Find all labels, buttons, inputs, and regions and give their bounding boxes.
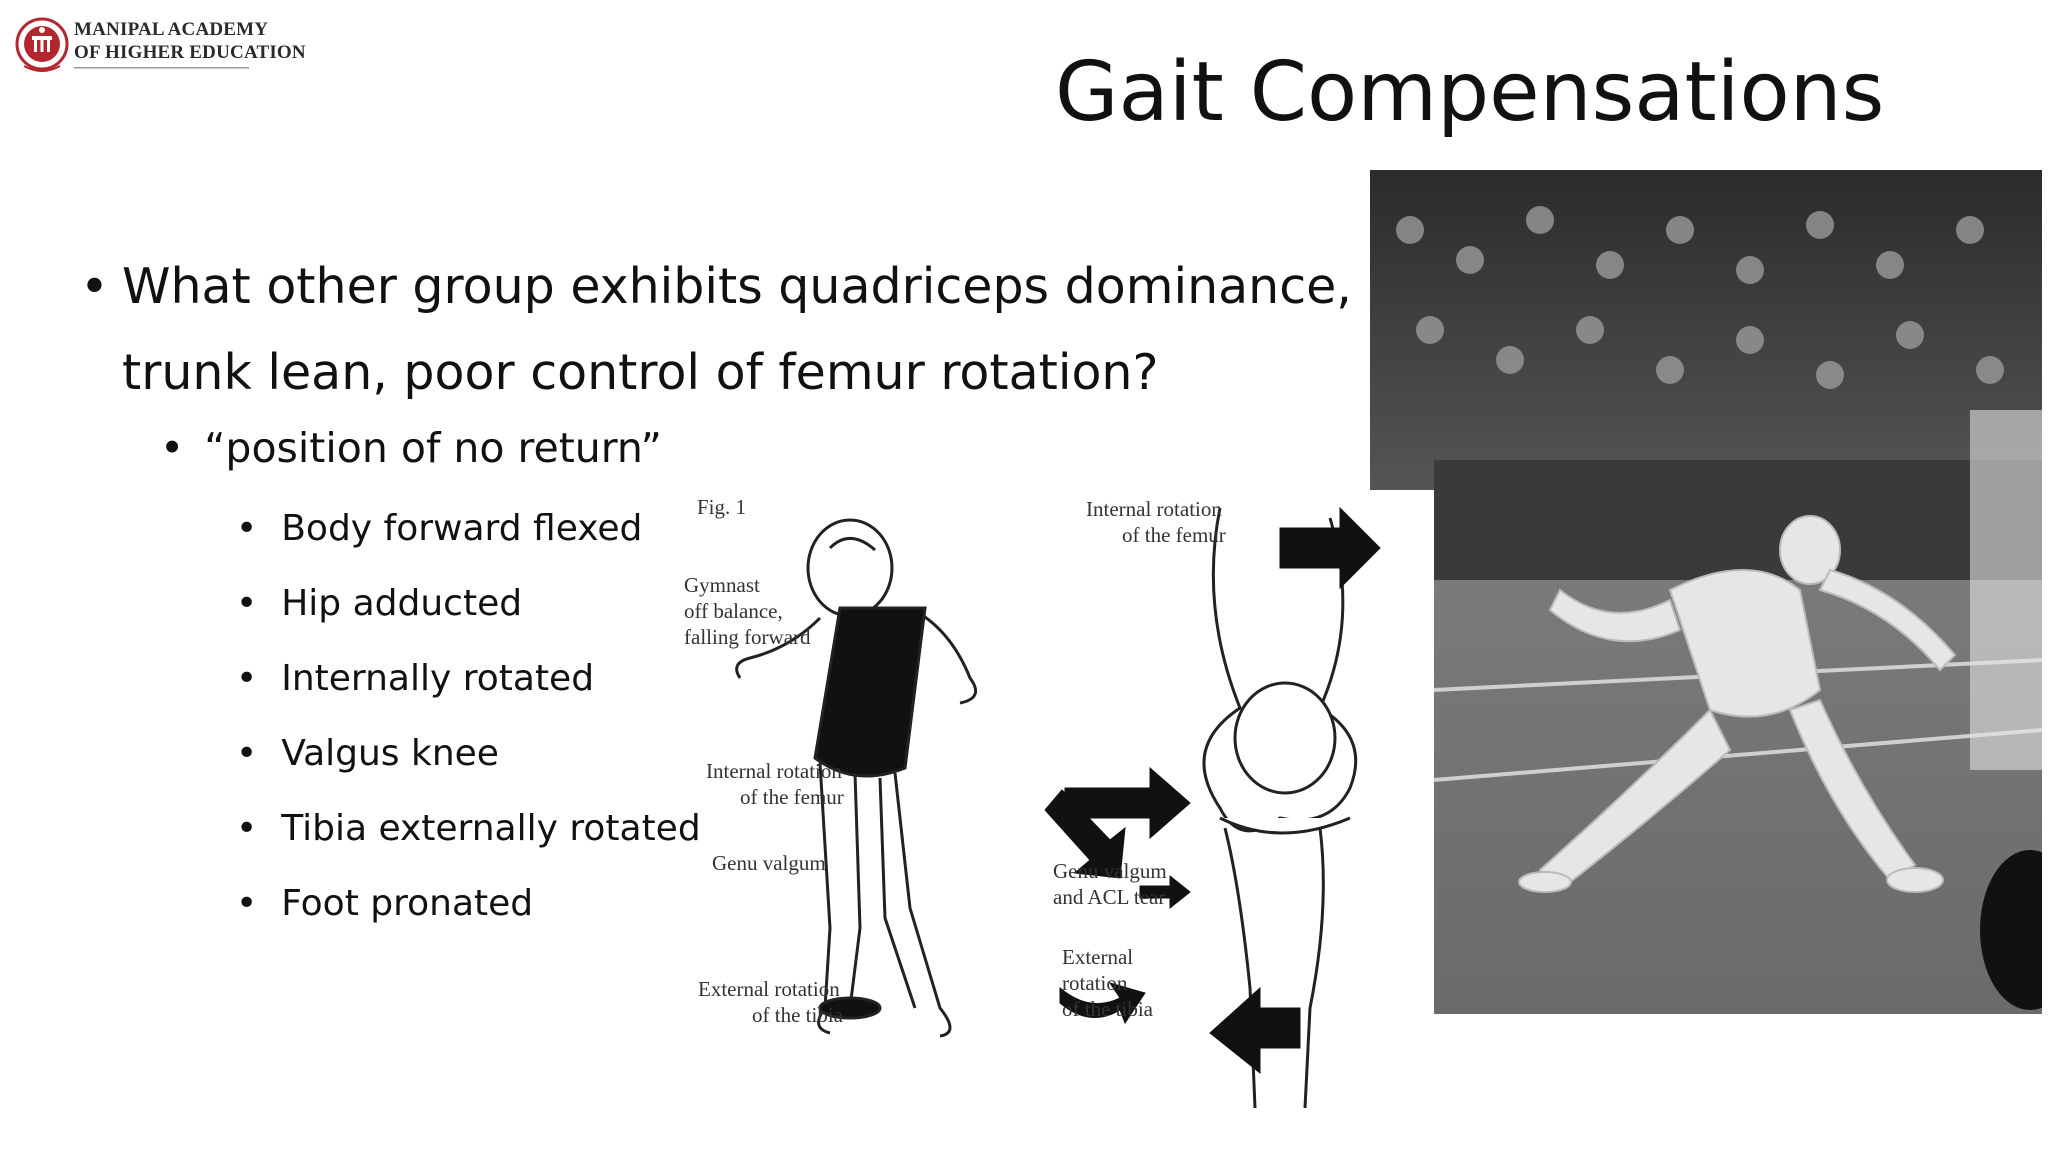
internal-rotation-left-label: of the femur — [740, 785, 844, 809]
external-rotation-right-label: External — [1062, 945, 1133, 969]
institution-name: MANIPAL ACADEMY OF HIGHER EDUCATION — [74, 18, 306, 64]
arrow-icon — [1059, 982, 1146, 1025]
gymnast-figure — [735, 518, 978, 1038]
list-item-text: Valgus knee — [281, 733, 499, 774]
gymnast-label: falling forward — [684, 625, 811, 649]
list-item: • Tibia externally rotated — [236, 808, 701, 849]
rotation-arrows — [1044, 506, 1381, 1075]
list-item: • Internally rotated — [236, 658, 594, 699]
internal-rotation-right-label: of the femur — [1122, 523, 1226, 547]
slide-title: Gait Compensations — [1055, 45, 1885, 140]
bullet-dot: • — [236, 733, 258, 774]
bullet-dot: • — [160, 424, 185, 472]
sub-bullet-text: “position of no return” — [204, 424, 662, 472]
arrow-icon — [1139, 874, 1191, 910]
list-item-text: Hip adducted — [281, 583, 523, 624]
main-bullet: • What other group exhibits quadriceps d… — [80, 244, 1362, 416]
institution-logo: MANIPAL ACADEMY OF HIGHER EDUCATION — [14, 14, 314, 84]
label-line: falling forward — [684, 625, 811, 649]
list-item-text: Body forward flexed — [281, 508, 643, 549]
external-rotation-left-label: of the tibia — [752, 1003, 844, 1027]
external-rotation-left-label: External rotation — [698, 977, 840, 1001]
bullet-dot: • — [236, 808, 258, 849]
list-item-text: Tibia externally rotated — [281, 808, 701, 849]
list-item: • Body forward flexed — [236, 508, 642, 549]
arrow-icon — [1064, 766, 1191, 840]
list-item: • Hip adducted — [236, 583, 522, 624]
genu-valgum-acl-label: Genu valgum — [1053, 859, 1167, 883]
list-item: • Foot pronated — [236, 883, 533, 924]
seal-icon — [15, 17, 69, 72]
institution-name-line1: MANIPAL ACADEMY — [74, 19, 269, 40]
arrow-icon — [1209, 986, 1301, 1075]
sub-bullet: • “position of no return” — [160, 424, 662, 472]
internal-rotation-right-label: Internal rotation — [1086, 497, 1222, 521]
label-line: off balance, — [684, 599, 783, 623]
genu-valgum-acl-label: and ACL tear — [1053, 885, 1165, 909]
arrow-icon — [1279, 506, 1381, 590]
bullet-dot: • — [80, 258, 109, 315]
institution-name-line2: OF HIGHER EDUCATION — [74, 42, 306, 63]
player-figure — [1518, 515, 1957, 893]
badminton-player-photo — [1370, 170, 2042, 1014]
internal-rotation-left-label: Internal rotation — [706, 759, 842, 783]
bullet-dot: • — [236, 583, 258, 624]
label-line: Gymnast — [684, 573, 760, 597]
list-item-text: Foot pronated — [281, 883, 534, 924]
gymnast-label: Gymnast — [684, 573, 760, 597]
list-item-text: Internally rotated — [281, 658, 595, 699]
list-item: • Valgus knee — [236, 733, 499, 774]
genu-valgum-label: Genu valgum — [712, 851, 826, 875]
main-bullet-text: What other group exhibits quadriceps dom… — [122, 258, 1352, 401]
bullet-dot: • — [236, 508, 258, 549]
external-rotation-right-label: of the tibia — [1062, 997, 1154, 1021]
bullet-dot: • — [236, 883, 258, 924]
bullet-dot: • — [236, 658, 258, 699]
fig-label: Fig. 1 — [697, 495, 746, 519]
external-rotation-right-label: rotation — [1062, 971, 1128, 995]
logo-fine-print — [74, 67, 249, 69]
gymnast-acl-illustration: Fig. 1 Gymnast off balance, falling forw… — [684, 495, 1381, 1109]
gymnast-label: off balance, — [684, 599, 783, 623]
